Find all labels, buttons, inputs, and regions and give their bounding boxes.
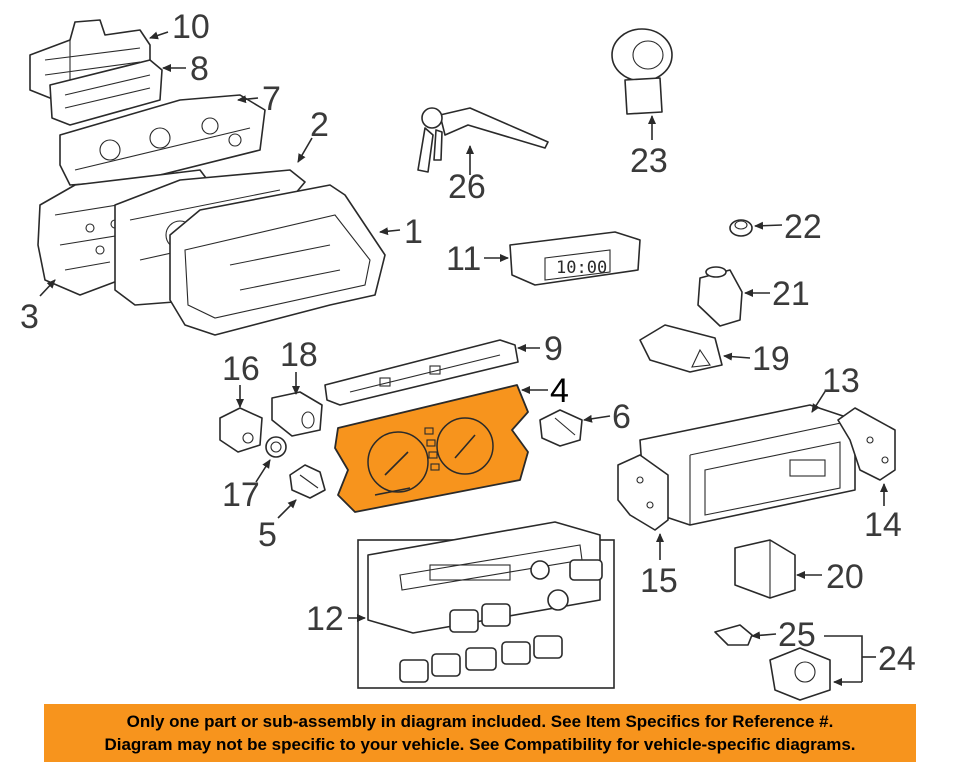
label-14: 14: [864, 506, 902, 544]
part-4-heater-control-panel: [334, 384, 529, 513]
clock-display-text: 10:00: [556, 258, 607, 278]
part-6-bulb-socket: [539, 409, 583, 447]
label-24: 24: [878, 640, 916, 678]
label-3: 3: [20, 298, 39, 336]
part-15-bracket: [617, 454, 669, 531]
part-9-bracket: [324, 339, 519, 406]
label-6: 6: [612, 398, 631, 436]
part-14-bracket: [837, 407, 896, 481]
label-9: 9: [544, 330, 563, 368]
part-18-switch: [271, 391, 323, 437]
label-4: 4: [550, 372, 569, 410]
label-8: 8: [190, 50, 209, 88]
disclaimer-banner: Only one part or sub-assembly in diagram…: [44, 704, 916, 762]
label-2: 2: [310, 106, 329, 144]
label-20: 20: [826, 558, 864, 596]
label-13: 13: [822, 362, 860, 400]
part-22-grommet: [729, 219, 753, 237]
label-23: 23: [630, 142, 668, 180]
label-17: 17: [222, 476, 260, 514]
label-12: 12: [306, 600, 344, 638]
label-22: 22: [784, 208, 822, 246]
label-11: 11: [446, 240, 481, 278]
leader-lines: [39, 31, 888, 686]
label-10: 10: [172, 8, 210, 46]
part-number-labels: 10 8 7 2 1 3 23 26 22 11 21 19 9 4 6 13 …: [20, 8, 916, 678]
label-21: 21: [772, 275, 810, 313]
part-11-clock: 10:00: [509, 231, 641, 286]
part-25-clip: [714, 624, 753, 646]
part-5-bulb-socket: [289, 464, 326, 499]
label-19: 19: [752, 340, 790, 378]
part-19-hazard-switch: [639, 324, 723, 373]
part-21-switch: [697, 266, 743, 327]
part-13-radio: [639, 404, 856, 526]
disclaimer-line-1: Only one part or sub-assembly in diagram…: [126, 712, 834, 731]
part-24-housing: [769, 647, 831, 701]
part-12-heater-control-assembly: [357, 521, 615, 689]
label-15: 15: [640, 562, 678, 600]
label-5: 5: [258, 516, 277, 554]
label-7: 7: [262, 80, 281, 118]
part-26-ignition-key-cylinder: [417, 107, 549, 173]
part-20-switch: [734, 539, 796, 599]
part-8-cluster-plate: [49, 59, 163, 126]
label-26: 26: [448, 168, 486, 206]
label-1: 1: [404, 213, 423, 251]
label-25: 25: [778, 616, 816, 654]
part-23-buzzer: [611, 28, 673, 115]
label-18: 18: [280, 336, 318, 374]
disclaimer-line-2: Diagram may not be specific to your vehi…: [104, 735, 856, 754]
part-1-cluster-lens: [169, 184, 386, 336]
part-16-switch: [219, 407, 263, 453]
part-7-cluster-circuit-board: [59, 94, 266, 186]
label-16: 16: [222, 350, 260, 388]
part-17-knob: [265, 436, 287, 458]
